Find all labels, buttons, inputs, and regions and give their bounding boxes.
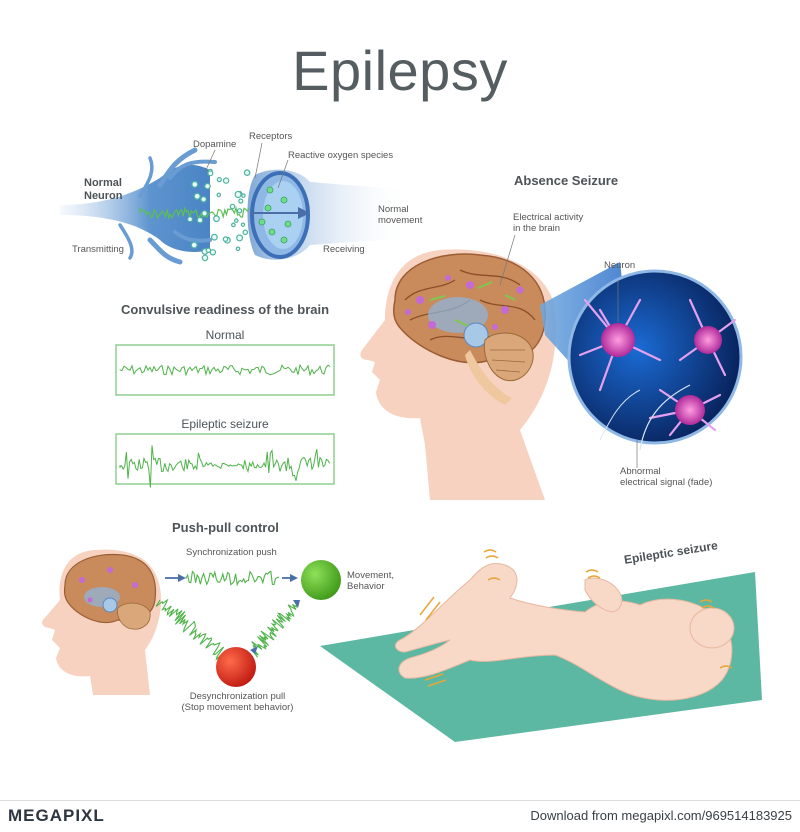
movement-behavior-label: Movement, Behavior: [347, 570, 394, 592]
dopamine-dot: [204, 182, 211, 190]
electrical-activity-label: Electrical activity in the brain: [513, 212, 584, 234]
receiving-label: Receiving: [323, 244, 365, 255]
dopamine-dot: [241, 193, 246, 198]
normal-movement-label: Normal movement: [378, 204, 423, 226]
eeg-epileptic-label: Epileptic seizure: [181, 417, 269, 431]
abnormal-signal-label: Abnormal electrical signal (fade): [620, 466, 713, 488]
dopamine-dot: [193, 192, 201, 200]
dopamine-dot: [234, 190, 242, 199]
head-push-pull: [42, 549, 341, 695]
transmitting-label: Transmitting: [72, 244, 124, 255]
receptors-label: Receptors: [249, 131, 293, 142]
dopamine-dot: [243, 169, 251, 177]
synapse-diagram: [60, 142, 410, 265]
head-absence-seizure: [360, 234, 743, 500]
dopamine-dot: [242, 229, 249, 236]
dopamine-dot: [234, 218, 239, 223]
magnified-neurons: [578, 298, 737, 451]
dopamine-dot: [216, 177, 222, 183]
dopamine-dot: [229, 203, 236, 210]
dopamine-dot: [190, 241, 198, 249]
reactive-oxygen-label: Reactive oxygen species: [288, 150, 394, 161]
dopamine-dot: [240, 222, 246, 227]
eeg-normal: [115, 344, 335, 396]
eeg-normal-label: Normal: [205, 328, 245, 342]
desync-pull-ball: [216, 647, 256, 687]
sync-push-label: Synchronization push: [186, 547, 277, 558]
dopamine-dot: [196, 216, 204, 224]
absence-seizure-heading: Absence Seizure: [514, 173, 619, 188]
dopamine-dot: [200, 196, 207, 203]
footer-bar: [0, 800, 800, 832]
neuron-label: Neuron: [604, 260, 636, 271]
dopamine-dot: [236, 234, 244, 242]
dopamine-dot: [201, 210, 208, 217]
dopamine-dot: [230, 222, 236, 228]
push-pull-heading: Push-pull control: [172, 520, 279, 535]
dopamine-dot: [213, 215, 220, 223]
desync-pull-label: Desynchronization pull (Stop movement be…: [181, 691, 294, 713]
dopamine-dot: [207, 170, 214, 177]
page-title: Epilepsy: [292, 39, 508, 102]
dopamine-label: Dopamine: [193, 139, 237, 150]
movement-ball: [301, 560, 341, 600]
seizure-figure: [320, 549, 762, 742]
dopamine-dot: [209, 249, 217, 256]
dopamine-dot: [238, 198, 244, 204]
dopamine-dot: [216, 192, 222, 198]
dopamine-dot: [187, 216, 194, 223]
eeg-epileptic: [115, 433, 335, 488]
dopamine-dot: [191, 180, 199, 188]
dopamine-dot: [235, 246, 241, 252]
dopamine-dot: [222, 236, 229, 242]
normal-neuron-label: Normal Neuron: [84, 177, 123, 202]
dopamine-dot: [210, 233, 218, 241]
dopamine-dot: [201, 254, 209, 262]
convulsive-heading: Convulsive readiness of the brain: [121, 302, 330, 317]
megapixl-logo: MEGAPIXL: [8, 806, 105, 825]
download-link[interactable]: Download from megapixl.com/969514183925: [530, 808, 792, 823]
dopamine-dot: [236, 208, 243, 214]
dopamine-dot: [222, 177, 230, 184]
